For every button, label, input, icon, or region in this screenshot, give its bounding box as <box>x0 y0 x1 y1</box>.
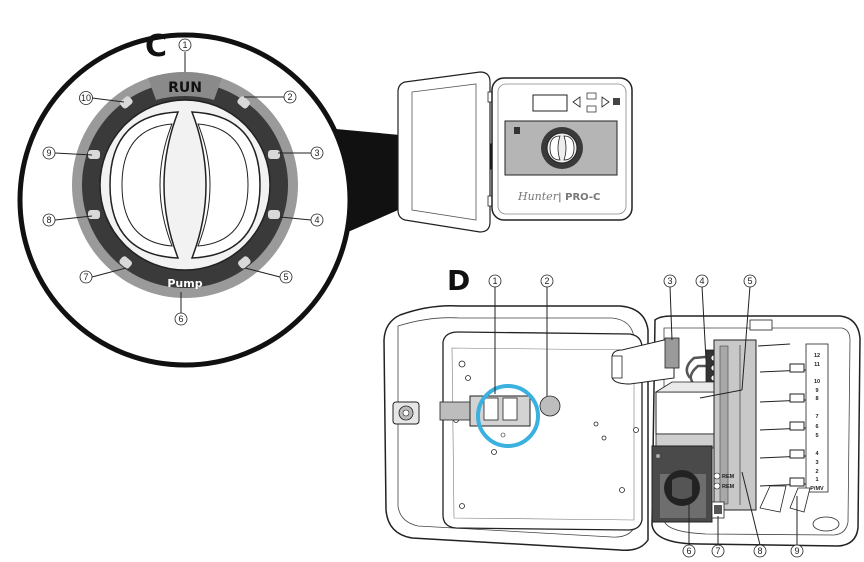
rem-label-1: REM <box>722 474 735 480</box>
svg-text:P/MV: P/MV <box>810 486 824 492</box>
svg-text:2: 2 <box>815 469 818 475</box>
figure-c-callout-5: 5 <box>279 270 293 284</box>
svg-text:11: 11 <box>814 362 820 368</box>
figure-c-callout-9: 9 <box>42 146 56 160</box>
svg-text:6: 6 <box>686 546 691 556</box>
controller-door <box>397 71 491 233</box>
figure-d-callout-9: 9 <box>790 544 804 558</box>
controller-display <box>532 94 568 112</box>
svg-text:5: 5 <box>747 276 752 286</box>
figure-c: RUN Pump C <box>17 29 540 368</box>
figure-c-callout-8: 8 <box>42 213 56 227</box>
svg-text:2: 2 <box>287 92 292 102</box>
svg-text:7: 7 <box>715 546 720 556</box>
knob-grip-left-inner <box>121 123 173 247</box>
front-panel-door <box>442 331 643 531</box>
dial-run-label: RUN <box>168 80 202 96</box>
svg-text:6: 6 <box>815 424 818 430</box>
run-tab <box>148 72 222 100</box>
svg-text:4: 4 <box>699 276 704 286</box>
figure-d-callout-7: 7 <box>711 544 725 558</box>
zone-number-strip <box>805 343 829 493</box>
figure-d-letter: D <box>447 264 470 297</box>
figure-d-callout-8: 8 <box>753 544 767 558</box>
figure-c-letter: C <box>145 29 167 64</box>
ribbon-cable <box>439 401 473 421</box>
svg-text:7: 7 <box>83 272 88 282</box>
knob-grip-left <box>109 111 180 259</box>
svg-text:1: 1 <box>815 477 818 483</box>
svg-text:4: 4 <box>314 215 319 225</box>
zone-numbers: 12 11 10 9 8 7 6 5 4 3 2 1 P/MV <box>810 353 824 492</box>
svg-text:9: 9 <box>46 148 51 158</box>
svg-text:3: 3 <box>314 148 319 158</box>
transformer-box <box>655 391 715 435</box>
rem-label-2: REM <box>722 484 735 490</box>
svg-text:1: 1 <box>182 40 187 50</box>
svg-text:3: 3 <box>667 276 672 286</box>
svg-text:8: 8 <box>46 215 51 225</box>
svg-text:9: 9 <box>794 546 799 556</box>
figure-c-callout-7: 7 <box>79 270 93 284</box>
svg-text:10: 10 <box>814 379 820 385</box>
dial-pump-label: Pump <box>167 277 202 290</box>
figure-d-callout-3: 3 <box>663 274 677 288</box>
svg-text:8: 8 <box>815 396 818 402</box>
svg-text:12: 12 <box>814 353 820 359</box>
svg-text:6: 6 <box>178 314 183 324</box>
figure-c-callout-6: 6 <box>174 312 188 326</box>
svg-text:5: 5 <box>283 272 288 282</box>
knob-grip-right <box>190 111 261 259</box>
figure-c-callout-1: 1 <box>178 38 192 52</box>
svg-text:1: 1 <box>492 276 497 286</box>
svg-text:8: 8 <box>757 546 762 556</box>
figure-d-callout-4: 4 <box>695 274 709 288</box>
svg-text:4: 4 <box>815 451 819 457</box>
figure-d-callout-1: 1 <box>488 274 502 288</box>
figure-d-callout-5: 5 <box>743 274 757 288</box>
svg-text:2: 2 <box>544 276 549 286</box>
knob-grip-right-inner <box>197 123 249 247</box>
figure-c-callout-10: 10 <box>79 91 93 105</box>
figure-d-leaders <box>494 285 798 546</box>
figure-c-callout-4: 4 <box>310 213 324 227</box>
battery <box>539 395 561 417</box>
figure-c-leaders <box>54 52 312 313</box>
figure-d-callout-6: 6 <box>682 544 696 558</box>
figure-c-callout-3: 3 <box>310 146 324 160</box>
figure-d: D <box>383 264 861 558</box>
sensor-terminal <box>713 472 721 490</box>
svg-text:5: 5 <box>815 433 818 439</box>
highlight-circle <box>476 384 540 448</box>
controller-small: Hunter | PRO-C <box>397 71 633 233</box>
figure-c-callout-2: 2 <box>283 90 297 104</box>
cable-gland <box>392 401 420 425</box>
svg-text:3: 3 <box>815 460 818 466</box>
figure-d-callout-2: 2 <box>540 274 554 288</box>
controller-brand: Hunter <box>517 190 559 203</box>
svg-text:7: 7 <box>815 414 818 420</box>
dial-position-nubs <box>88 96 280 269</box>
svg-text:9: 9 <box>815 388 818 394</box>
module-slots <box>757 343 807 487</box>
controller-model: | PRO-C <box>558 192 600 203</box>
svg-text:10: 10 <box>81 93 91 103</box>
